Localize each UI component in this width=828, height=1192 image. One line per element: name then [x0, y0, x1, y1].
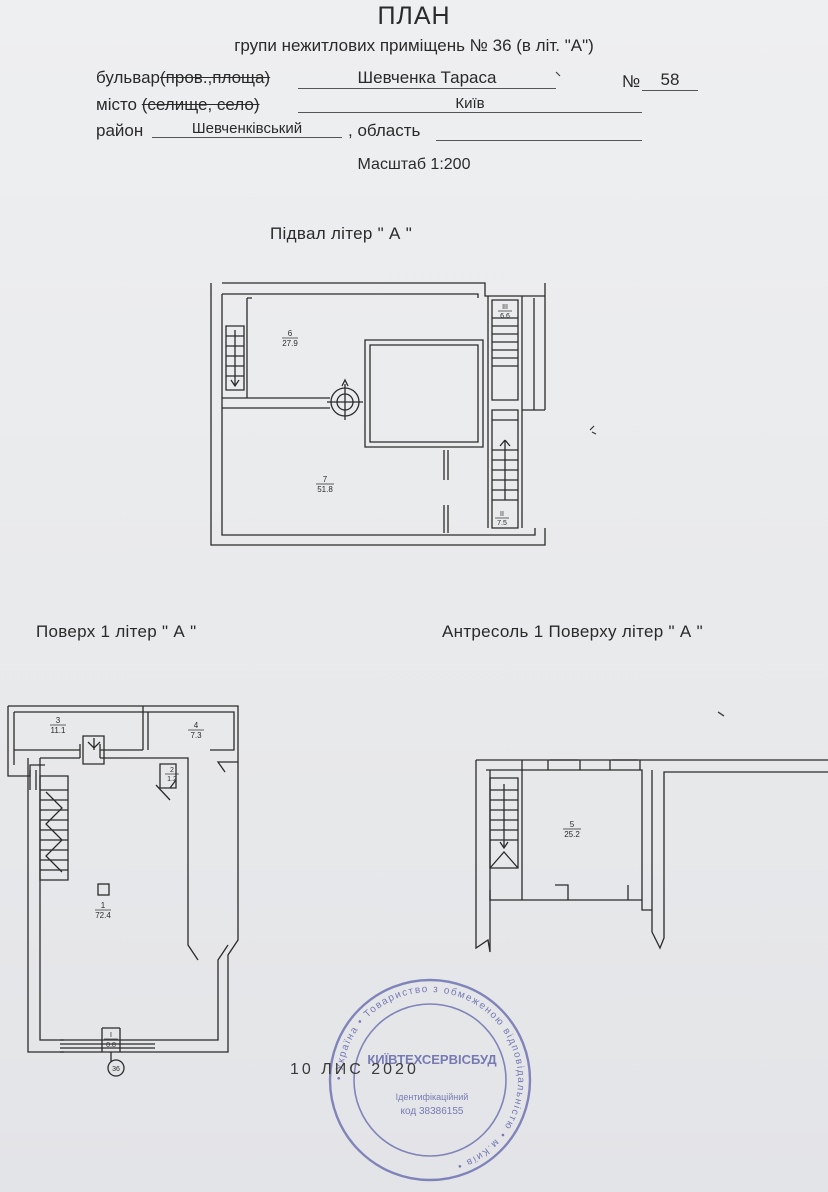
room-4-number: 4	[194, 721, 199, 730]
room-1-area: 72.4	[95, 911, 111, 920]
room-3-area: 11.1	[51, 726, 67, 735]
page-subtitle: групи нежитлових приміщень № 36 (в літ. …	[234, 36, 594, 55]
room-4-area: 7.3	[190, 731, 202, 740]
section-mezzanine-title: Антресоль 1 Поверху літер " А "	[442, 622, 703, 641]
street-label-struck: (пров.,площа)	[160, 68, 271, 87]
room-3-number: 3	[56, 716, 61, 725]
street-label: бульвар(пров.,площа)	[96, 68, 270, 88]
section-basement-title: Підвал літер " А "	[270, 224, 413, 243]
stamp-id-label: Ідентифікаційний	[396, 1092, 469, 1102]
room-1-number: 1	[101, 901, 106, 910]
number-label: №	[622, 72, 641, 91]
city-label-text: місто	[96, 95, 138, 114]
region-value-line	[436, 140, 642, 141]
room-III-number: III	[502, 304, 508, 311]
street-value: Шевченка Тараса	[298, 68, 556, 89]
room-2-number: 2	[170, 767, 174, 774]
stamp-code: код 38386155	[401, 1106, 464, 1117]
room-I-area: 0.8	[106, 1042, 116, 1049]
stamp-date: 10 ЛИС 2020	[290, 1061, 419, 1078]
room-II-number: II	[500, 511, 504, 518]
company-stamp: • Україна • Товариство з обмеженою відпо…	[328, 978, 532, 1182]
room-7-area: 51.8	[317, 485, 333, 494]
city-label-struck: (селище, село)	[141, 95, 260, 114]
room-6-number: 6	[288, 329, 293, 338]
district-value: Шевченківський	[152, 120, 342, 138]
stamp-company-name: КИЇВТЕХСЕРВІСБУД	[367, 1052, 497, 1067]
mezzanine-plan	[475, 759, 828, 953]
number-value: 58	[642, 70, 698, 91]
region-label: , область	[348, 121, 421, 140]
room-5-area: 25.2	[564, 830, 580, 839]
section-floor1-title: Поверх 1 літер " А "	[36, 622, 197, 641]
room-6-area: 27.9	[282, 339, 298, 348]
district-label: район	[96, 121, 144, 140]
city-label: місто (селище, село)	[96, 95, 260, 115]
street-label-prefix: бульвар	[96, 68, 161, 87]
room-III-area: 6.6	[500, 313, 510, 320]
room-2-area: 1.2	[167, 776, 177, 783]
room-I-number: I	[110, 1032, 112, 1039]
group-marker-number: 36	[112, 1066, 120, 1073]
floor1-plan	[7, 705, 239, 1077]
room-II-area: 7.5	[497, 520, 507, 527]
room-5-number: 5	[570, 820, 575, 829]
basement-plan	[210, 282, 546, 546]
city-value: Київ	[298, 95, 642, 113]
page-title: ПЛАН	[377, 2, 451, 30]
room-7-number: 7	[323, 475, 328, 484]
scale-label: Масштаб 1:200	[357, 156, 471, 173]
